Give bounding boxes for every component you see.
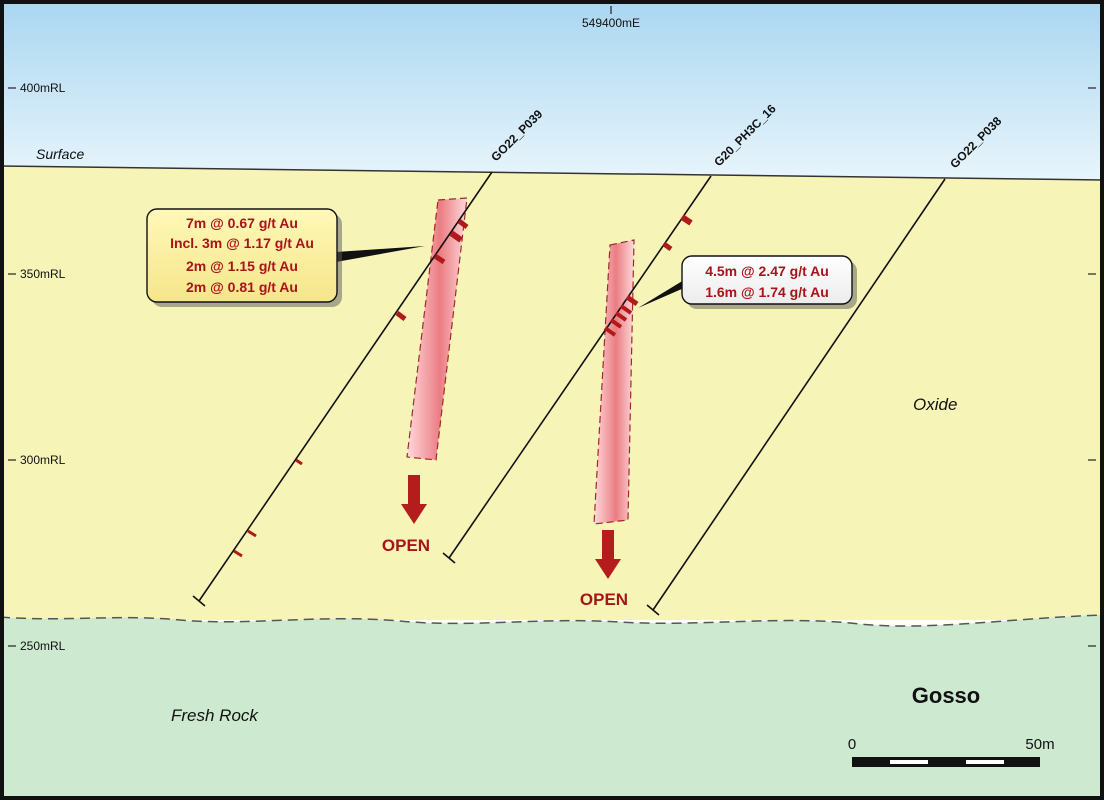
- scale-bar-end: 50m: [1025, 736, 1054, 753]
- drill-end-g20-ph3c-16: [442, 552, 456, 564]
- rl-ticks: [8, 6, 1096, 647]
- drill-trace-go22-p038: [652, 178, 946, 611]
- callout-left-line-2: Incl. 3m @ 1.17 g/t Au: [170, 235, 314, 251]
- easting-label: 549400mE: [582, 16, 640, 30]
- callout-left-line-4: 2m @ 0.81 g/t Au: [186, 279, 298, 295]
- rl-label-350: 350mRL: [20, 267, 66, 281]
- mineralised-zone-right: [593, 239, 635, 525]
- surface-line: [0, 165, 1104, 181]
- callout-left-line-1: 7m @ 0.67 g/t Au: [186, 215, 298, 231]
- open-arrow-left: OPEN: [382, 475, 430, 555]
- fresh-rock-label: Fresh Rock: [171, 706, 259, 725]
- callout-right-line-2: 1.6m @ 1.74 g/t Au: [705, 284, 829, 300]
- open-label-left: OPEN: [382, 536, 430, 555]
- drill-trace-go22-p039: [198, 171, 493, 602]
- oxide-label: Oxide: [913, 395, 957, 414]
- scale-bar-start: 0: [848, 736, 856, 753]
- open-label-right: OPEN: [580, 590, 628, 609]
- drill-trace-g20-ph3c-16: [448, 175, 712, 559]
- scale-bar: 0 50m: [848, 736, 1055, 767]
- callout-right: 4.5m @ 2.47 g/t Au 1.6m @ 1.74 g/t Au: [638, 255, 857, 309]
- callout-right-line-1: 4.5m @ 2.47 g/t Au: [705, 263, 829, 279]
- rl-label-250: 250mRL: [20, 639, 66, 653]
- rl-label-400: 400mRL: [20, 81, 66, 95]
- weathering-boundary: [0, 614, 1104, 627]
- rl-label-300: 300mRL: [20, 453, 66, 467]
- callout-left: 7m @ 0.67 g/t Au Incl. 3m @ 1.17 g/t Au …: [146, 208, 425, 307]
- assay-intercepts: [233, 214, 693, 558]
- drill-end-go22-p039: [192, 595, 206, 607]
- project-name: Gosso: [912, 683, 980, 708]
- surface-label: Surface: [36, 146, 84, 162]
- callout-left-line-3: 2m @ 1.15 g/t Au: [186, 258, 298, 274]
- mineralised-zone-left: [406, 197, 468, 461]
- open-arrow-right: OPEN: [580, 530, 628, 609]
- drill-holes: [192, 171, 946, 616]
- sky-zone: [0, 0, 1104, 180]
- drill-end-go22-p038: [646, 604, 660, 616]
- fresh-rock-zone: [0, 615, 1104, 800]
